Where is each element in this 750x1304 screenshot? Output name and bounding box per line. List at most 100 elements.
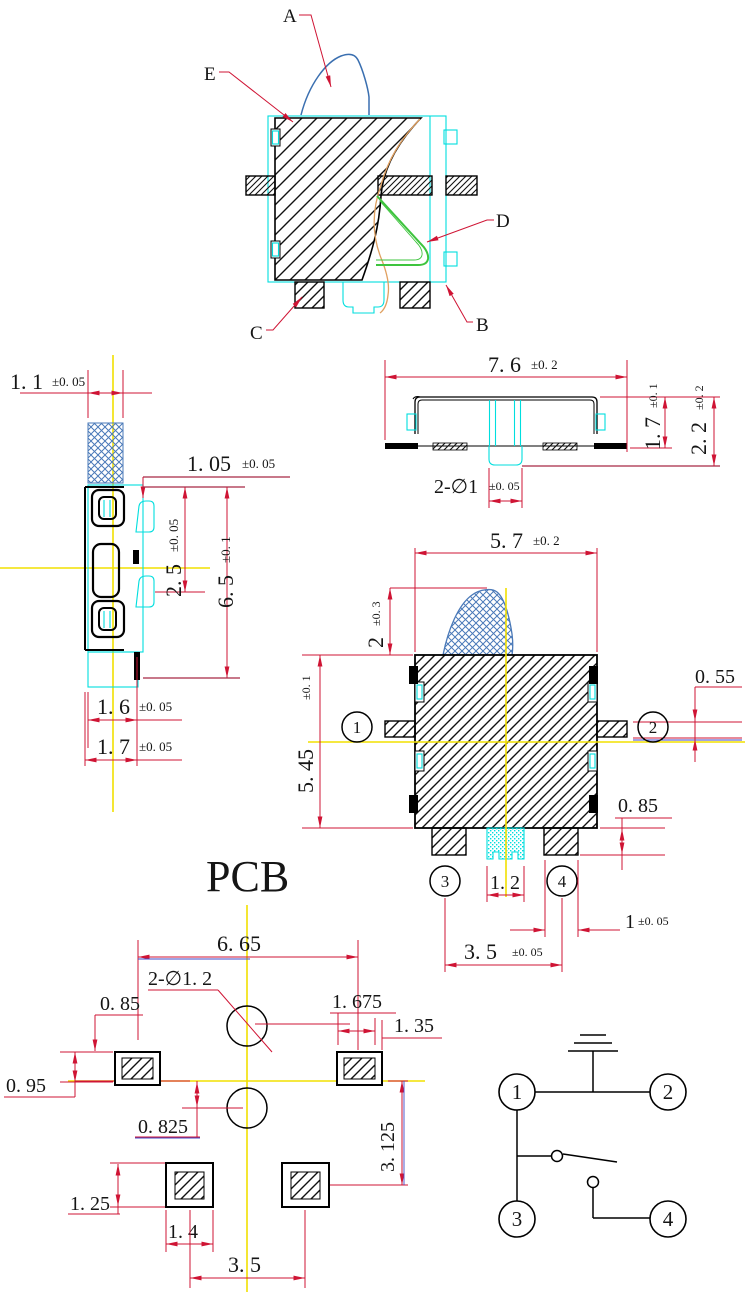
label-b: B	[476, 315, 489, 336]
dim-button-height-tol: ±0. 3	[369, 601, 383, 626]
foot-section	[294, 281, 325, 309]
switch-contact-node	[586, 1175, 600, 1189]
terminal-bar	[445, 175, 478, 196]
dim-pitch-tol: ±0. 05	[166, 519, 181, 552]
dim-cover-height-tol: ±0. 1	[646, 383, 660, 408]
solder-foot	[431, 827, 467, 856]
notch-cyan	[589, 684, 596, 700]
dim-offset: 1. 05	[187, 451, 231, 476]
dim-foot-width: 1	[625, 911, 635, 933]
terminal-bar	[245, 175, 276, 196]
center-boss-cyan	[342, 282, 385, 314]
schematic-pin-1-number: 1	[512, 1080, 523, 1104]
dim-body-height: 5. 45	[293, 749, 318, 793]
edge-notch-cyan	[271, 242, 280, 257]
mounting-hole	[226, 1005, 268, 1047]
pcb-title: PCB	[206, 852, 289, 901]
leader-e	[219, 71, 294, 123]
notch-cyan	[416, 753, 423, 769]
boss-cyan	[488, 446, 523, 466]
dim-pad-offset-y: 0. 95	[6, 1075, 46, 1097]
dim-pad-offset: 0. 85	[100, 993, 140, 1015]
pin-number-4: 4	[558, 872, 567, 891]
dim-pad-inset: 1. 675	[332, 991, 382, 1013]
switch-contact-node	[550, 1149, 564, 1163]
dim-foot-pitch-tol: ±0. 05	[512, 945, 543, 959]
molded-base-section	[274, 117, 423, 281]
dim-total-height: 2. 2	[686, 422, 711, 455]
dim-body-height-tol: ±0. 1	[299, 675, 313, 700]
terminal-bump-cyan	[135, 500, 155, 533]
side-tab-cyan	[406, 413, 417, 431]
pad-inner-hatched	[121, 1057, 154, 1080]
side-notch	[414, 681, 425, 703]
pin-number-1: 1	[353, 718, 362, 737]
dim-boss-holes: 2-∅1	[434, 476, 478, 498]
pin-callout-4	[546, 865, 578, 897]
dim-pad-span: 6. 65	[217, 931, 261, 956]
dim-cover-height: 1. 7	[640, 417, 665, 450]
schematic-pin-3-number: 3	[512, 1207, 523, 1231]
label-d: D	[496, 211, 510, 232]
schematic-view: 1 2 3 4	[498, 1034, 687, 1238]
pcb-view: PCB 6. 65 2-∅1. 2 0. 85	[4, 852, 442, 1292]
stem-crosshatch	[87, 422, 124, 484]
dim-total-height-tol: ±0. 2	[692, 385, 706, 410]
edge-notch	[270, 128, 281, 147]
dim-stem-width: 1. 1	[10, 369, 43, 394]
terminal-bump-cyan	[135, 575, 155, 608]
leader-c	[266, 296, 303, 331]
clip-hook	[90, 488, 126, 528]
actuator-outline-blue	[300, 53, 370, 116]
spring-mark	[133, 550, 139, 564]
foot-strip-hatched	[432, 442, 468, 451]
foot-section	[399, 281, 431, 309]
mid-recess	[91, 542, 121, 599]
edge-notch	[270, 240, 281, 259]
side-tab-cyan	[595, 413, 606, 431]
side-notch	[587, 750, 598, 772]
label-c: C	[250, 323, 263, 344]
side-tab-cyan	[443, 251, 458, 267]
dim-foot2: 1. 7	[97, 734, 130, 759]
schematic-pin-4-number: 4	[663, 1207, 674, 1231]
dim-cover-width-tol: ±0. 2	[531, 357, 558, 372]
dim-foot-pitch: 3. 5	[464, 939, 497, 964]
clip-hook-inner	[98, 496, 117, 520]
leader-a	[299, 14, 332, 88]
membrane-curve-orange	[373, 118, 421, 314]
cover-view: 7. 6 ±0. 2 1. 7 ±0. 1 2. 2 ±0. 2 2-∅1 ±0…	[384, 352, 720, 508]
side-view: 1. 1 ±0. 05 1. 05 ±0. 05 2. 5 ±0. 05 6. …	[0, 355, 290, 812]
dim-hole-spec: 2-∅1. 2	[148, 968, 212, 990]
switch-arm	[562, 1153, 618, 1163]
side-notch	[414, 750, 425, 772]
cover-outer	[414, 396, 598, 434]
corner-terminal	[589, 666, 598, 684]
dim-foot-height: 0. 85	[618, 795, 658, 817]
dim-hole-offset: 0. 825	[138, 1116, 188, 1138]
dim-button-height: 2	[363, 637, 388, 648]
pin-number-3: 3	[441, 872, 450, 891]
housing-outline-cyan	[267, 115, 447, 283]
leader-d	[426, 219, 494, 243]
leader-b	[445, 284, 473, 323]
foot-strip-hatched	[542, 442, 578, 451]
dim-pad2-width: 1. 4	[168, 1221, 198, 1243]
terminal-bar	[377, 175, 433, 196]
dim-cover-width: 7. 6	[488, 352, 521, 377]
schematic-pin-4	[649, 1200, 687, 1238]
dim-foot1-tol: ±0. 05	[139, 699, 172, 714]
dim-foot1: 1. 6	[97, 694, 130, 719]
dim-pad2-pitch: 3. 5	[228, 1252, 261, 1277]
dim-offset-tol: ±0. 05	[242, 456, 275, 471]
dim-foot-width-tol: ±0. 05	[638, 914, 669, 928]
contact-spring-green-inner	[376, 200, 423, 261]
contact-spring-green	[376, 195, 430, 266]
notch-cyan	[416, 684, 423, 700]
button-dome-outline	[442, 588, 514, 656]
pad-inner-hatched	[290, 1171, 321, 1200]
front-view: 5. 7 ±0. 2 2 ±0. 3 5. 45 ±0. 1 0. 55 1 2…	[293, 528, 745, 972]
dim-body-width-tol: ±0. 2	[533, 533, 560, 548]
dim-stem-width-tol: ±0. 05	[52, 374, 85, 389]
